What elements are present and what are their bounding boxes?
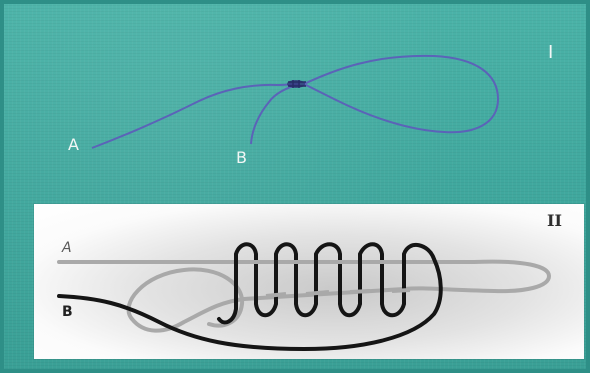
panel-ii-end-b-label: B: [62, 304, 73, 320]
panel-ii-end-a-label: A: [62, 240, 72, 256]
panel-ii-label: II: [547, 211, 562, 230]
panel-ii-strand-b: [59, 244, 441, 349]
panel-ii-knot-diagram: [4, 4, 590, 377]
